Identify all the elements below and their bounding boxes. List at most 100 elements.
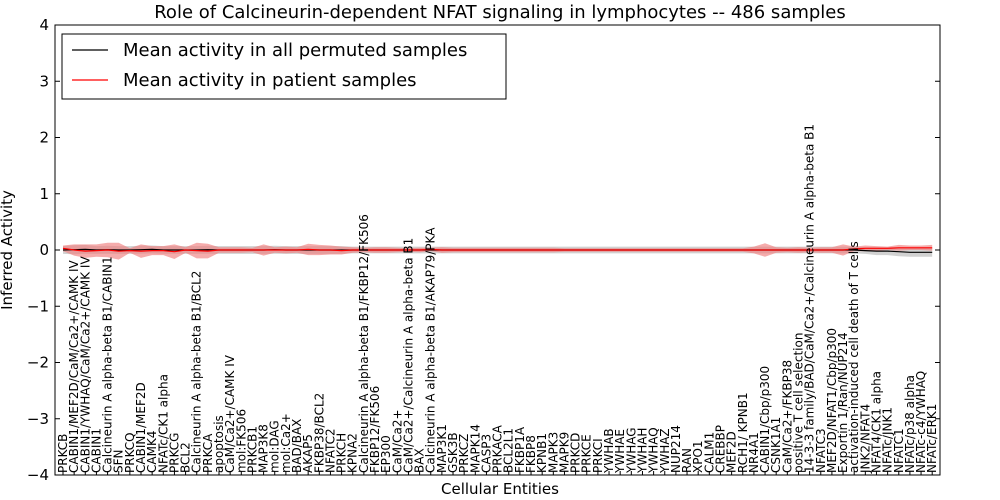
x-tick-label: Calcineurin A alpha-beta B1/CABIN1 <box>101 256 115 473</box>
x-tick-label: YWHAZ <box>658 428 672 474</box>
series-line-1 <box>62 247 933 253</box>
x-tick-label: RCH1/ KPNB1 <box>736 392 750 473</box>
y-tick-label: 1 <box>39 185 49 203</box>
x-tick-label: NFATC2 <box>323 428 337 473</box>
x-tick-label: FKBP8 <box>524 435 538 473</box>
x-tick-label: BCL2L1 <box>502 428 516 473</box>
y-tick-label: 2 <box>39 129 49 147</box>
confidence-band-1 <box>63 242 933 260</box>
y-tick-label: −3 <box>27 410 49 428</box>
x-tick-label: CaM/Ca2+/CAMK IV <box>223 354 237 473</box>
x-tick-label: KPNA2 <box>346 433 360 473</box>
x-tick-label: PRKCQ <box>123 432 137 473</box>
x-tick-label: CaM/Ca2+ <box>390 409 404 473</box>
x-tick-label: CABIN1 <box>89 428 103 473</box>
x-tick-label: PRKCB1 <box>245 426 259 473</box>
chart-title: Role of Calcineurin-dependent NFAT signa… <box>154 2 846 23</box>
x-tick-label: PRKCH <box>335 433 349 473</box>
x-tick-label: MEF2D <box>725 431 739 473</box>
x-tick-label: GSK3B <box>446 432 460 473</box>
x-tick-label: Calcineurin A alpha-beta B1/AKAP79/PKA <box>424 227 438 473</box>
y-tick-label: −4 <box>27 466 49 484</box>
x-tick-label: MAPK9 <box>558 432 572 473</box>
x-tick-label: CALM1 <box>702 432 716 473</box>
x-tick-label: YWHAH <box>636 428 650 474</box>
confidence-bands <box>63 242 933 260</box>
x-tick-label: NFATC1 <box>892 428 906 473</box>
legend: Mean activity in all permuted samplesMea… <box>61 33 507 100</box>
x-tick-label: CaM/Ca2+/FKBP38 <box>780 360 794 473</box>
x-tick-label: RAN <box>680 448 694 473</box>
y-tick-label: 3 <box>39 72 49 90</box>
x-tick-label: PRKCA <box>201 433 215 473</box>
x-tick-label: NFAT4/CK1 alpha <box>870 371 884 473</box>
x-tick-label: KPNB1 <box>535 433 549 473</box>
x-tick-label: Exportin 1/Ran/NUP214 <box>836 332 850 473</box>
x-tick-label: 14-3-3 family/BAD/CaM/Ca2+/Calcineurin A… <box>803 124 817 473</box>
x-tick-label: NFATc/ERK1 <box>925 404 939 473</box>
x-tick-label: mol:DAG <box>268 420 282 473</box>
x-tick-label: NR4A1 <box>747 432 761 473</box>
x-tick-label: PRKACA <box>491 424 505 473</box>
x-tick-label: SFN <box>112 450 126 474</box>
x-tick-label: FKBP1A <box>513 426 527 473</box>
x-tick-label: Calcineurin A alpha-beta B1/BCL2 <box>190 271 204 473</box>
x-tick-label: YWHAG <box>624 427 638 474</box>
legend-label-0: Mean activity in all permuted samples <box>123 40 467 61</box>
x-tick-label: NFATc/JNK1 <box>881 407 895 473</box>
y-axis-label: Inferred Activity <box>0 190 16 310</box>
x-tick-label: CREBBP <box>714 425 728 473</box>
x-tick-label: MAP3K8 <box>257 424 271 473</box>
x-tick-label: PRKCD <box>569 433 583 473</box>
series-lines <box>62 247 933 253</box>
x-tick-label: Calcineurin A alpha-beta B1/FKBP12/FK506 <box>357 214 371 473</box>
legend-box <box>61 33 507 100</box>
x-tick-label: FKBP12/FK506 <box>368 386 382 473</box>
x-tick-label: PRKCZ <box>457 434 471 473</box>
y-tick-label: 0 <box>39 241 49 259</box>
x-tick-label: CASP3 <box>480 434 494 473</box>
x-tick-label: MAPK3 <box>546 432 560 473</box>
x-tick-label: YWHAQ <box>647 427 661 474</box>
x-tick-label: apoptosis <box>212 415 226 473</box>
x-tick-label: positive T cell selection <box>792 333 806 473</box>
x-tick-label: NFATC3 <box>814 428 828 473</box>
x-tick-label: MAPK14 <box>468 424 482 473</box>
x-tick-label: YWHAE <box>613 429 627 474</box>
x-tick-label: JNK2/NFAT4 <box>858 404 872 474</box>
x-tick-label: NFATc/CK1 alpha <box>156 374 170 473</box>
x-tick-label: AKAP5 <box>301 434 315 473</box>
x-tick-label: CSNK1A1 <box>769 417 783 473</box>
x-tick-label: BAD/BAX <box>290 419 304 473</box>
x-tick-label: NFATc-c4/YWHAQ <box>914 371 928 473</box>
x-tick-label: PRKCG <box>167 433 181 473</box>
y-tick-label: −2 <box>27 354 49 372</box>
x-tick-label: CABIN1/Cbp/p300 <box>758 366 772 473</box>
y-tick-label: −1 <box>27 297 49 315</box>
x-tick-label: BCL2 <box>179 442 193 473</box>
x-tick-label: PRKCI <box>591 438 605 473</box>
plot-clip-group <box>62 242 933 260</box>
x-tick-label: CABIN1/MEF2D/CaM/Ca2+/CAMK IV <box>67 259 81 473</box>
x-tick-label: CaM/Ca2+/Calcineurin A alpha-beta B1 <box>402 238 416 473</box>
x-tick-label: EP300 <box>379 435 393 473</box>
x-tick-label: BAX <box>413 448 427 473</box>
x-tick-label: XPO1 <box>691 440 705 473</box>
x-tick-label: mol:Ca2+ <box>279 413 293 473</box>
x-tick-label: CABIN1/YWHAQ/CaM/Ca2+/CAMK IV <box>78 256 92 473</box>
legend-label-1: Mean activity in patient samples <box>123 70 417 91</box>
x-tick-label: mol:FK506 <box>234 409 248 473</box>
x-tick-label: MEF2D/NFAT1/Cbp/p300 <box>825 328 839 473</box>
x-tick-label: CABIN1/MEF2D <box>134 382 148 473</box>
x-tick-label: YWHAB <box>602 428 616 474</box>
x-tick-label: FKBP38/BCL2 <box>312 393 326 473</box>
x-tick-label: NUP214 <box>669 425 683 473</box>
x-tick-label: NFATc/p38 alpha <box>903 375 917 473</box>
x-tick-label: MAP3K1 <box>435 424 449 473</box>
x-tick-label: CAMK4 <box>145 431 159 473</box>
x-axis-label: Cellular Entities <box>441 480 559 498</box>
x-tick-label: activation-induced cell death of T cells <box>847 241 861 473</box>
